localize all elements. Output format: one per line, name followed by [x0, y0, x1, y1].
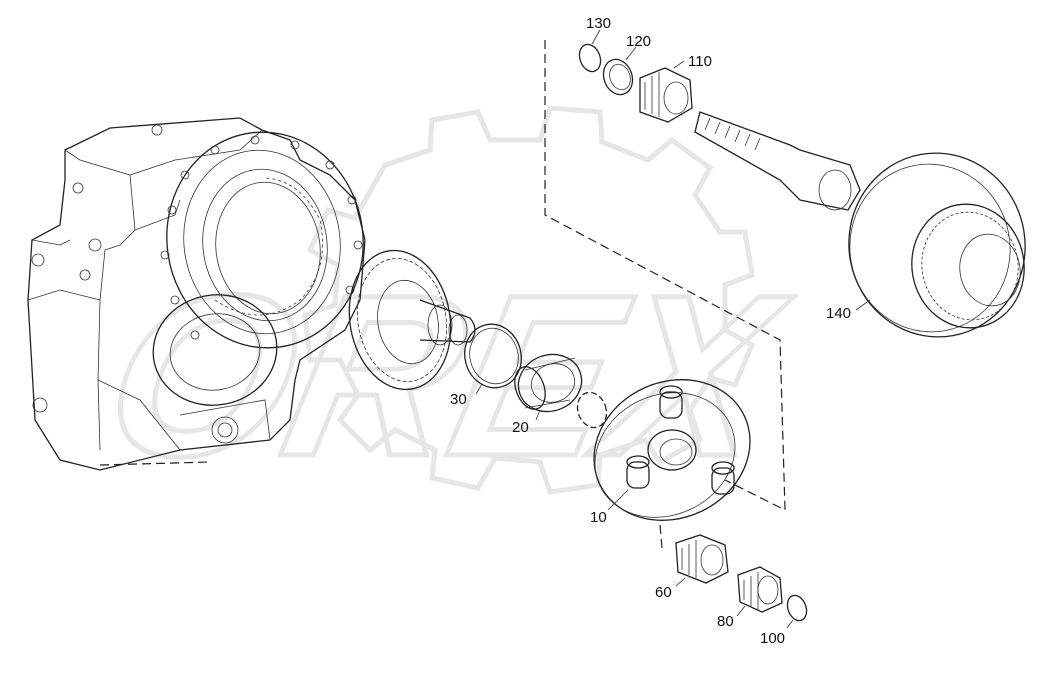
- sun-shaft: [694, 111, 861, 211]
- washer-120: [602, 58, 634, 96]
- snap-ring-100: [786, 594, 808, 622]
- watermark-gear-outline: [302, 105, 756, 495]
- snap-ring-30: [464, 323, 522, 389]
- needle-bearing-80: [737, 566, 783, 613]
- callout-10: 10: [590, 509, 607, 526]
- assembly-dashed-frame-lower: [659, 524, 663, 549]
- callout-120: 120: [626, 33, 651, 50]
- bearing-20: [514, 353, 583, 413]
- callout-140: 140: [826, 305, 851, 322]
- assembly-dashed-frame: [544, 40, 786, 511]
- callout-labels: 10 20 30 60 80 100 110 120 130 140: [450, 15, 851, 647]
- ring-gear-140: [848, 152, 1026, 338]
- callout-30: 30: [450, 391, 467, 408]
- needle-bearing-60: [675, 534, 729, 584]
- callout-60: 60: [655, 584, 672, 601]
- callout-20: 20: [512, 419, 529, 436]
- callout-leaders: [475, 29, 871, 629]
- callout-130: 130: [586, 15, 611, 32]
- callout-80: 80: [717, 613, 734, 630]
- snap-ring-130: [578, 43, 602, 73]
- gearbox-housing: [27, 117, 366, 471]
- roller-bearing-110: [639, 67, 693, 123]
- planet-carrier-10: [593, 379, 751, 521]
- callout-110: 110: [688, 53, 712, 70]
- snap-ring-small: [576, 391, 608, 429]
- watermark-text: OREX: [87, 247, 805, 504]
- callout-100: 100: [760, 630, 785, 647]
- watermark: OREX: [84, 105, 808, 507]
